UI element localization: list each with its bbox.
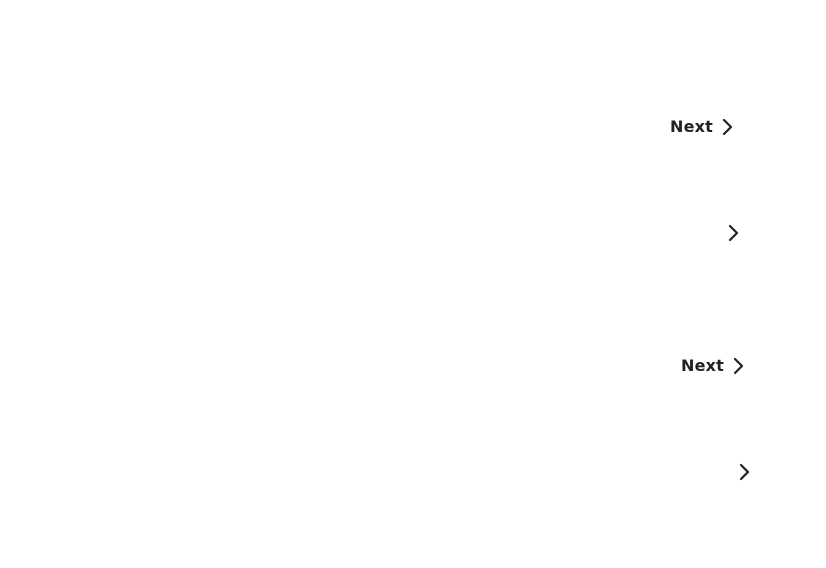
chevron-right-icon: [738, 463, 750, 481]
chevron-right-icon: [721, 118, 733, 136]
next-button[interactable]: Next: [670, 117, 733, 137]
next-button-label: Next: [681, 356, 725, 375]
next-button[interactable]: Next: [681, 356, 744, 376]
chevron-right-icon: [727, 224, 739, 242]
next-chevron-button[interactable]: [738, 463, 750, 481]
chevron-right-icon: [732, 357, 744, 375]
next-chevron-button[interactable]: [727, 224, 739, 242]
next-button-label: Next: [670, 117, 714, 136]
